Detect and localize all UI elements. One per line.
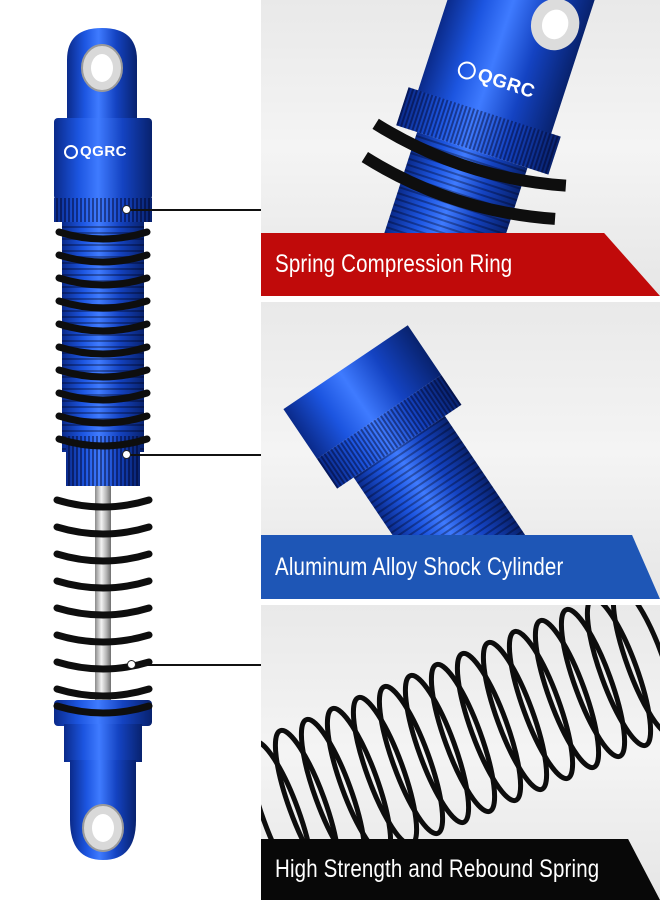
spring-closeup-coil (610, 605, 660, 738)
spring-closeup-coil (402, 672, 472, 826)
spring-coil (53, 702, 153, 717)
spring-coil (53, 577, 153, 592)
feature-banner-2: Aluminum Alloy Shock Cylinder (261, 535, 660, 599)
spring-coil (55, 228, 151, 243)
callout-dot-3 (127, 660, 136, 669)
coil-spring (53, 228, 153, 717)
spring-closeup-coil (376, 683, 446, 837)
spring-closeup-coil (480, 639, 550, 793)
spring-coil (53, 685, 153, 700)
spring-closeup-coil (532, 617, 602, 771)
gear-logo-icon (64, 145, 78, 159)
piston-shaft (95, 486, 111, 708)
spring-coil (55, 274, 151, 289)
feature-label-1: Spring Compression Ring (275, 250, 513, 278)
spring-closeup-coil (506, 628, 576, 782)
spring-coil (53, 523, 153, 538)
spring-closeup-coil (350, 694, 420, 848)
spring-coil (55, 297, 151, 312)
spring-coil (53, 631, 153, 646)
spring-coil (55, 389, 151, 404)
gear-logo-icon (455, 59, 479, 82)
callout-dot-1 (122, 205, 131, 214)
feature-label-2: Aluminum Alloy Shock Cylinder (275, 552, 564, 581)
brand-logo-top: QGRC (64, 143, 127, 160)
feature-panel-cylinder: Aluminum Alloy Shock Cylinder (261, 302, 660, 599)
spring-closeup-coil (454, 650, 524, 804)
feature-panel-compression-ring: QGRC Spring Compression Ring (261, 0, 660, 296)
spring-coil (53, 604, 153, 619)
spring-coil (55, 343, 151, 358)
spring-closeup-coil (324, 705, 394, 859)
callout-line-1 (128, 209, 261, 211)
callout-dot-2 (122, 450, 131, 459)
feature-label-3: High Strength and Rebound Spring (275, 855, 600, 883)
callout-line-2 (128, 454, 261, 456)
spring-coil (53, 496, 153, 511)
spring-coil (55, 435, 151, 450)
feature-banner-3: High Strength and Rebound Spring (261, 839, 660, 900)
shock-absorber-drawing (53, 28, 153, 860)
spring-coil (55, 412, 151, 427)
spring-coil (53, 550, 153, 565)
spring-closeup-coil (584, 605, 654, 749)
top-cap (54, 118, 152, 200)
spring-coil (55, 320, 151, 335)
spring-coil (55, 366, 151, 381)
feature-banner-1: Spring Compression Ring (261, 233, 660, 296)
spring-closeup-coil (558, 606, 628, 760)
feature-panel-spring: High Strength and Rebound Spring (261, 605, 660, 900)
callout-line-3 (133, 664, 261, 666)
spring-coil (55, 251, 151, 266)
shock-absorber-illustration: QGRC (0, 0, 260, 900)
spring-closeup-coil (428, 661, 498, 815)
brand-text: QGRC (80, 143, 127, 160)
